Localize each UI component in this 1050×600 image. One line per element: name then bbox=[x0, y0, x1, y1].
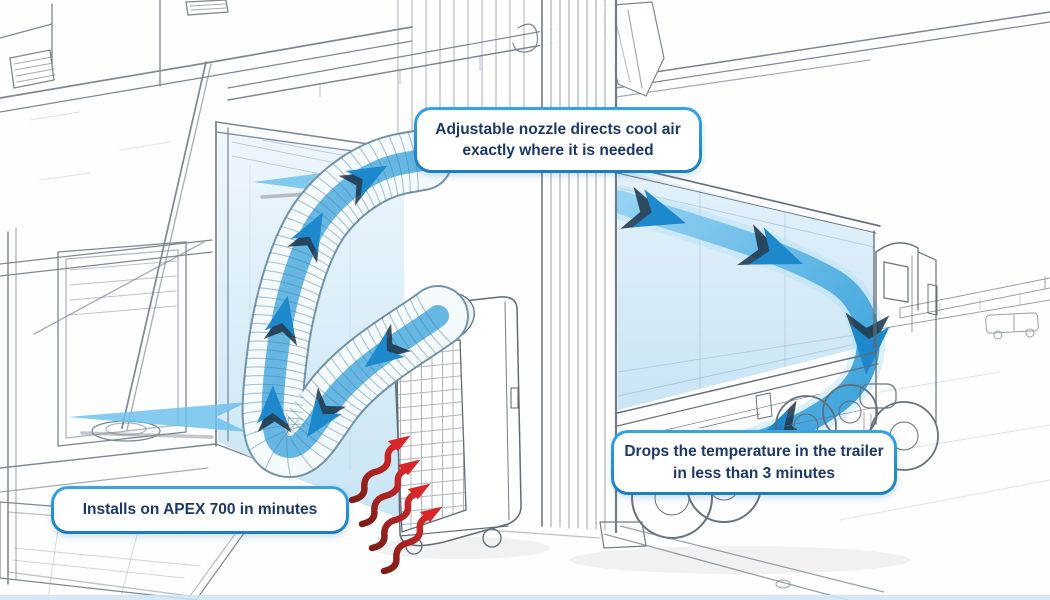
callout-adjustable-nozzle: Adjustable nozzle directs cool air exact… bbox=[414, 107, 702, 173]
wall-vent-icon bbox=[9, 49, 55, 89]
callout-text: Installs on APEX 700 in minutes bbox=[82, 501, 318, 518]
hose-airflow-arrows bbox=[256, 165, 412, 438]
callout-text: Adjustable nozzle directs cool air exact… bbox=[435, 120, 681, 159]
cool-air-arrow-icon bbox=[68, 402, 248, 439]
callout-installs-apex700: Installs on APEX 700 in minutes bbox=[51, 486, 349, 534]
flex-duct-hose bbox=[241, 129, 469, 478]
latch bbox=[510, 387, 519, 409]
distant-van bbox=[985, 312, 1039, 340]
caster-wheel bbox=[482, 528, 502, 548]
support-pole bbox=[91, 61, 212, 442]
wall-column bbox=[540, 0, 647, 549]
callout-text: Drops the temperature in the trailer in … bbox=[624, 443, 884, 482]
bottom-edge-strip bbox=[0, 595, 1050, 600]
door-hook-icon bbox=[512, 23, 539, 53]
background-parking-lot bbox=[775, 276, 1050, 589]
callout-trailer-temperature: Drops the temperature in the trailer in … bbox=[611, 430, 897, 495]
wall-vent-icon bbox=[185, 0, 229, 16]
